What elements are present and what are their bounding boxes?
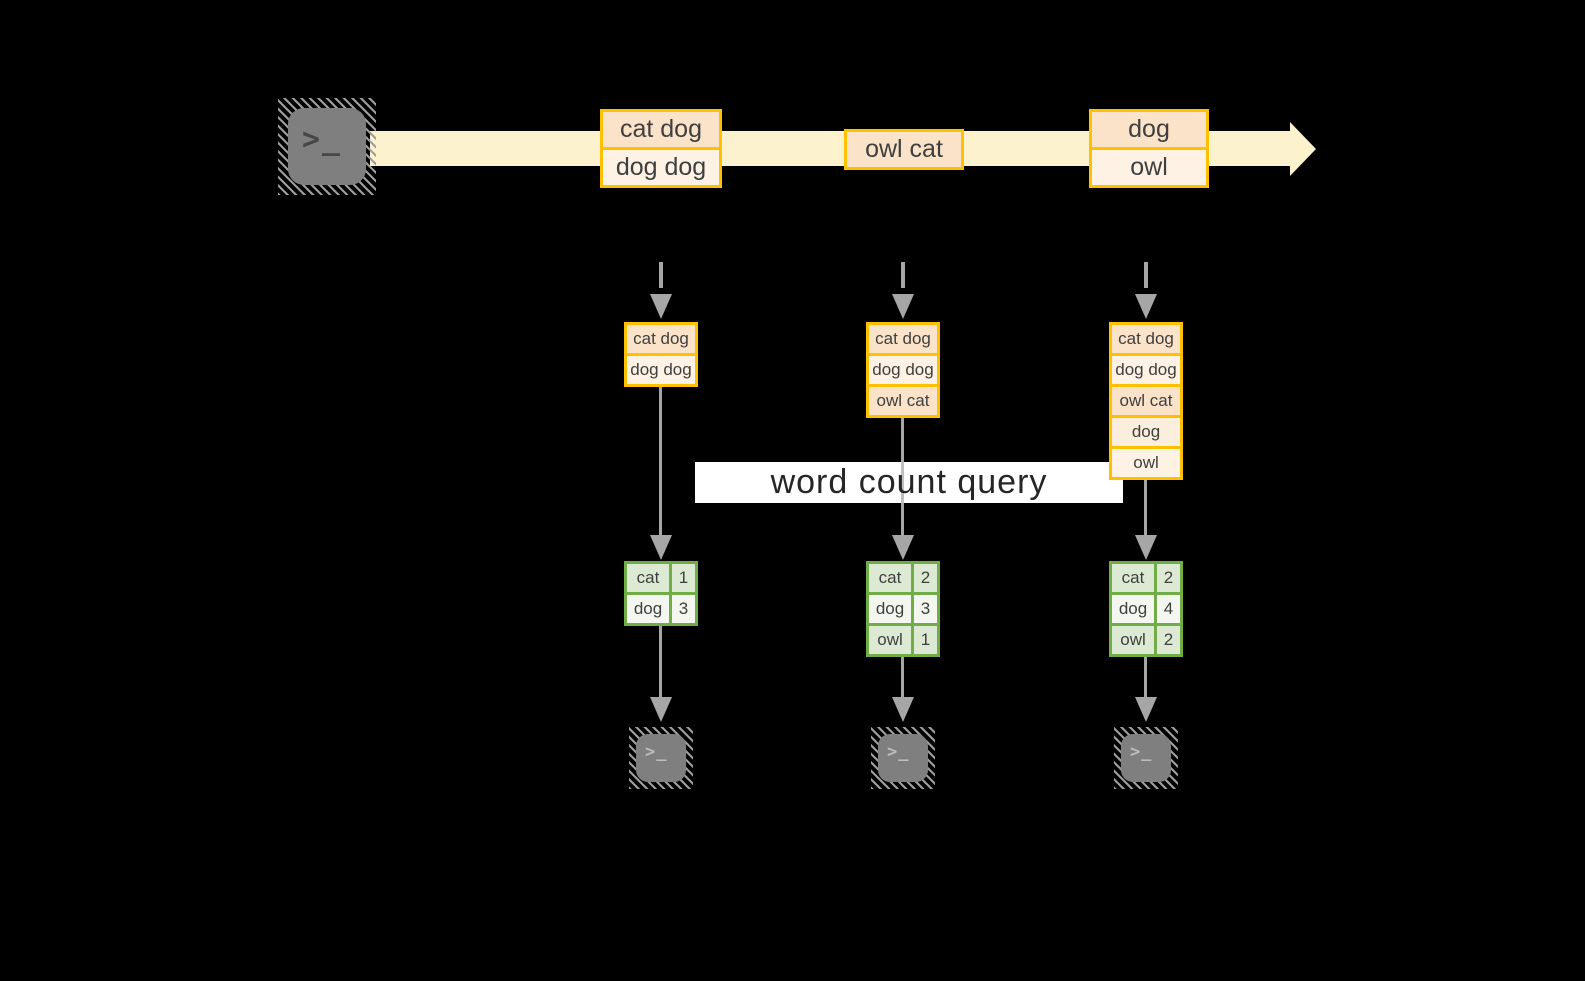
arrowhead-icon [892,697,914,722]
dashed-arrowhead-icon [892,294,914,319]
word-cell: cat [1112,564,1154,592]
dashed-arrow-line [1144,262,1148,288]
dashed-arrowhead-icon [1135,294,1157,319]
flow-line [659,387,662,536]
word-cell: dog [869,595,911,623]
word-cell: owl [869,626,911,654]
query-label-band [695,462,1123,503]
stream-message-line: owl [1092,150,1206,185]
word-cell: cat [869,564,911,592]
flow-line [901,657,904,698]
count-cell: 1 [914,626,937,654]
count-cell: 3 [914,595,937,623]
state-row: cat dog [1112,325,1180,353]
dashed-arrow-line [901,262,905,288]
arrowhead-icon [650,535,672,560]
flow-line [1144,657,1147,698]
terminal-source-icon: >_ [278,98,376,195]
flow-line [1144,480,1147,536]
state-row: owl cat [869,387,937,415]
state-row: owl cat [1112,387,1180,415]
stream-message-line: cat dog [603,112,719,147]
word-cell: dog [627,595,669,623]
stream-arrowhead-icon [1290,122,1316,176]
state-row: dog dog [627,356,695,384]
prompt-icon: >_ [645,742,668,762]
state-row: cat dog [869,325,937,353]
word-count-table: cat 2 dog 4 owl 2 [1109,561,1183,657]
dashed-arrowhead-icon [650,294,672,319]
state-row: owl [1112,449,1180,477]
query-label: word count query [770,463,1048,501]
terminal-screen: >_ [288,108,366,185]
state-buffer: cat dog dog dog [624,322,698,387]
terminal-sink-icon: >_ [1114,727,1178,789]
terminal-sink-icon: >_ [629,727,693,789]
state-row: cat dog [627,325,695,353]
count-cell: 4 [1157,595,1180,623]
stream-message-line: owl cat [847,132,961,167]
terminal-screen: >_ [636,734,686,782]
prompt-icon: >_ [1130,742,1153,762]
state-buffer: cat dog dog dog owl cat [866,322,940,418]
state-row: dog dog [869,356,937,384]
terminal-screen: >_ [1121,734,1171,782]
count-cell: 3 [672,595,695,623]
stream-message: owl cat [844,129,964,170]
prompt-icon: >_ [302,122,343,157]
stream-message-line: dog dog [603,150,719,185]
stream-message: dog owl [1089,109,1209,188]
flow-line-overlay [901,462,904,503]
arrowhead-icon [650,697,672,722]
word-cell: dog [1112,595,1154,623]
arrowhead-icon [892,535,914,560]
arrowhead-icon [1135,697,1157,722]
word-count-table: cat 1 dog 3 [624,561,698,626]
stream-message: cat dog dog dog [600,109,722,188]
count-cell: 2 [1157,626,1180,654]
flow-line [659,626,662,698]
arrowhead-icon [1135,535,1157,560]
state-row: dog dog [1112,356,1180,384]
terminal-sink-icon: >_ [871,727,935,789]
word-count-table: cat 2 dog 3 owl 1 [866,561,940,657]
terminal-screen: >_ [878,734,928,782]
state-buffer: cat dog dog dog owl cat dog owl [1109,322,1183,480]
count-cell: 1 [672,564,695,592]
count-cell: 2 [914,564,937,592]
word-cell: cat [627,564,669,592]
stream-message-line: dog [1092,112,1206,147]
word-cell: owl [1112,626,1154,654]
count-cell: 2 [1157,564,1180,592]
prompt-icon: >_ [887,742,910,762]
dashed-arrow-line [659,262,663,288]
state-row: dog [1112,418,1180,446]
